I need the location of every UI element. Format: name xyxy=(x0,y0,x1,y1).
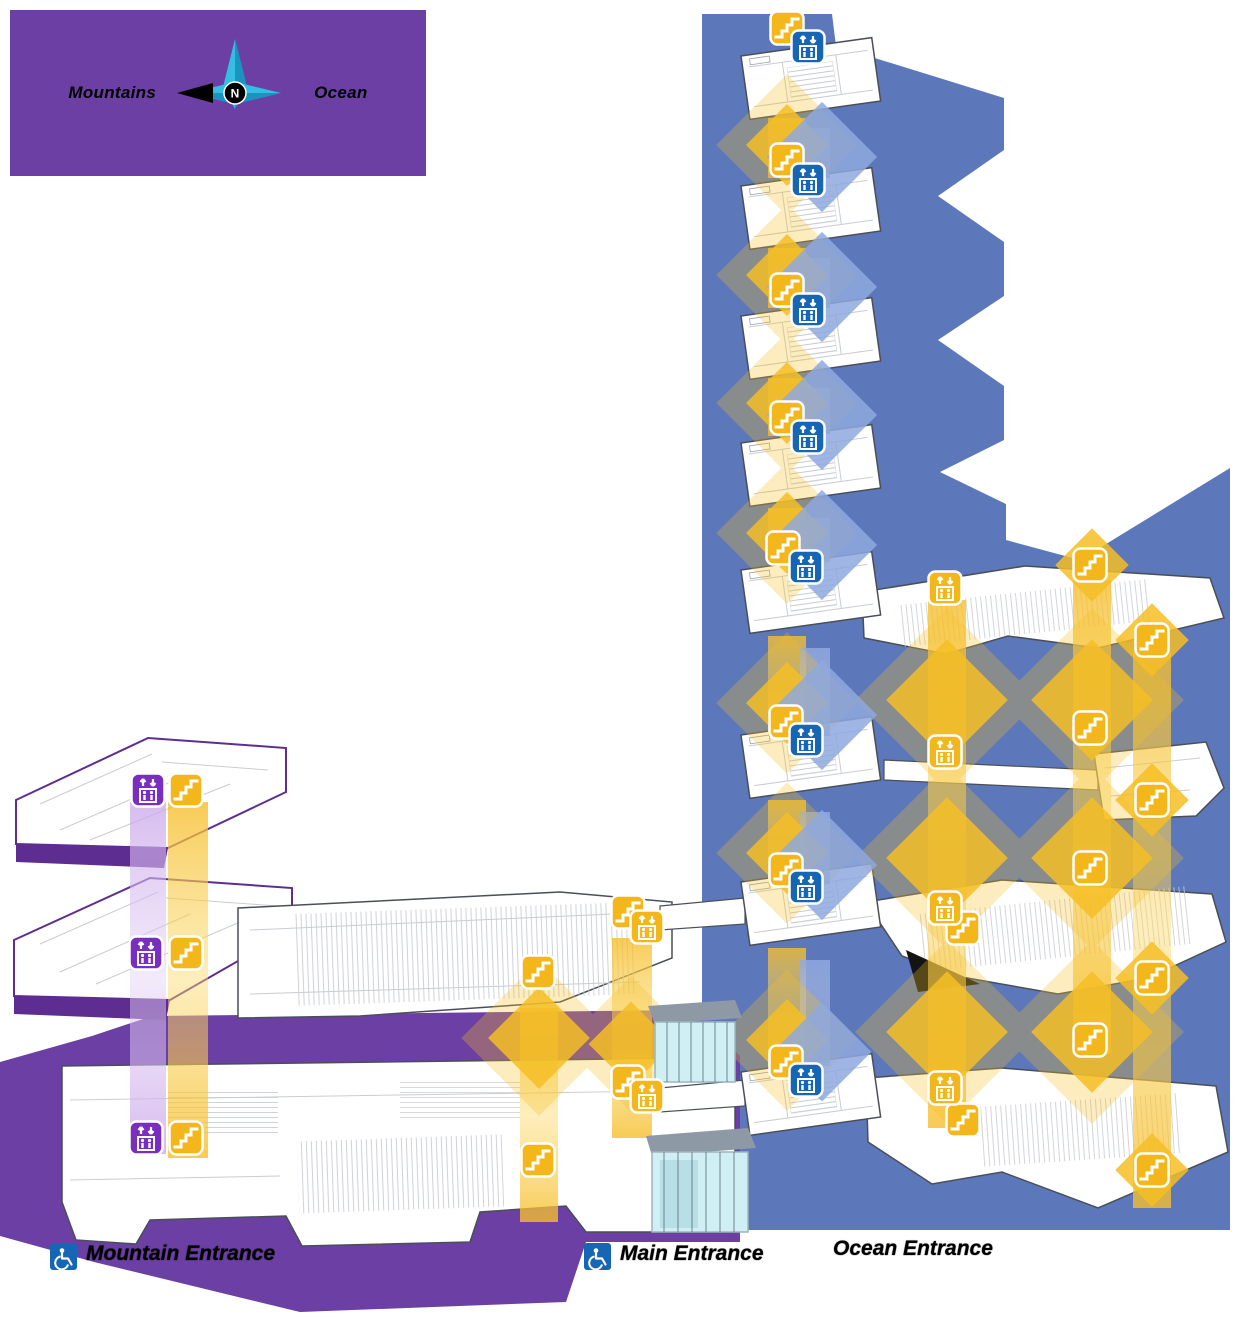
ground-rooms-a xyxy=(296,1134,505,1214)
west-direction-label: Mountains xyxy=(68,83,157,102)
elevator-gold-icon xyxy=(927,734,963,770)
central-floor-stacks xyxy=(293,902,637,1006)
elevator-gold-icon xyxy=(927,890,963,926)
main-entrance-label: Main Entrance xyxy=(584,1243,764,1270)
elevator-blue-icon xyxy=(790,419,826,455)
elevator-blue-icon xyxy=(790,162,826,198)
stairs-icon xyxy=(1072,547,1108,583)
ground-rooms-c xyxy=(400,1080,520,1120)
stairs-icon xyxy=(1072,1022,1108,1058)
stairs-icon xyxy=(945,1102,981,1138)
stairs-icon xyxy=(520,954,556,990)
ocean-entrance-text: Ocean Entrance xyxy=(833,1237,993,1260)
mountain-entrance-label: Mountain Entrance xyxy=(50,1243,275,1270)
west-arrow-icon xyxy=(177,83,214,103)
stairs-icon xyxy=(1134,782,1170,818)
mountain-entrance-text: Mountain Entrance xyxy=(86,1242,276,1265)
stairs-icon xyxy=(1134,622,1170,658)
elevator-purple-icon xyxy=(130,772,166,808)
elevator-blue-icon xyxy=(788,1062,824,1098)
east-direction-label: Ocean xyxy=(314,83,368,102)
elevator-blue-icon xyxy=(790,292,826,328)
elevator-purple-icon xyxy=(128,1120,164,1156)
glass-entrances xyxy=(646,1000,756,1233)
stairs-icon xyxy=(1072,710,1108,746)
elevator-blue-icon xyxy=(788,722,824,758)
floor2-rooms xyxy=(917,886,1193,972)
ocean-entrance-label: Ocean Entrance xyxy=(833,1237,993,1260)
elevator-blue-icon xyxy=(788,549,824,585)
stairs-icon xyxy=(520,1142,556,1178)
wheelchair-accessible-icon xyxy=(584,1243,611,1270)
stairs-icon xyxy=(168,1120,204,1156)
stairs-icon xyxy=(1072,850,1108,886)
glass-entrance-upper xyxy=(648,1000,742,1083)
compass-legend: Mountains N Ocean xyxy=(10,10,426,176)
compass-north-letter: N xyxy=(231,87,240,101)
floor1-rooms xyxy=(978,1093,1182,1167)
elevator-gold-icon xyxy=(629,1078,665,1114)
elevator-purple-icon xyxy=(128,935,164,971)
stairs-icon xyxy=(1134,1152,1170,1188)
elevator-gold-icon xyxy=(927,570,963,606)
elevator-blue-icon xyxy=(788,869,824,905)
wheelchair-accessible-icon xyxy=(50,1243,77,1270)
main-entrance-text: Main Entrance xyxy=(620,1242,764,1265)
stairs-icon xyxy=(1134,960,1170,996)
stairs-icon xyxy=(168,772,204,808)
elevator-gold-icon xyxy=(927,1070,963,1106)
compass-rose-icon: N xyxy=(177,39,282,109)
glass-entrance-lower xyxy=(646,1128,756,1233)
elevator-blue-icon xyxy=(790,29,826,65)
elevator-gold-icon xyxy=(629,909,665,945)
stairs-icon xyxy=(168,935,204,971)
